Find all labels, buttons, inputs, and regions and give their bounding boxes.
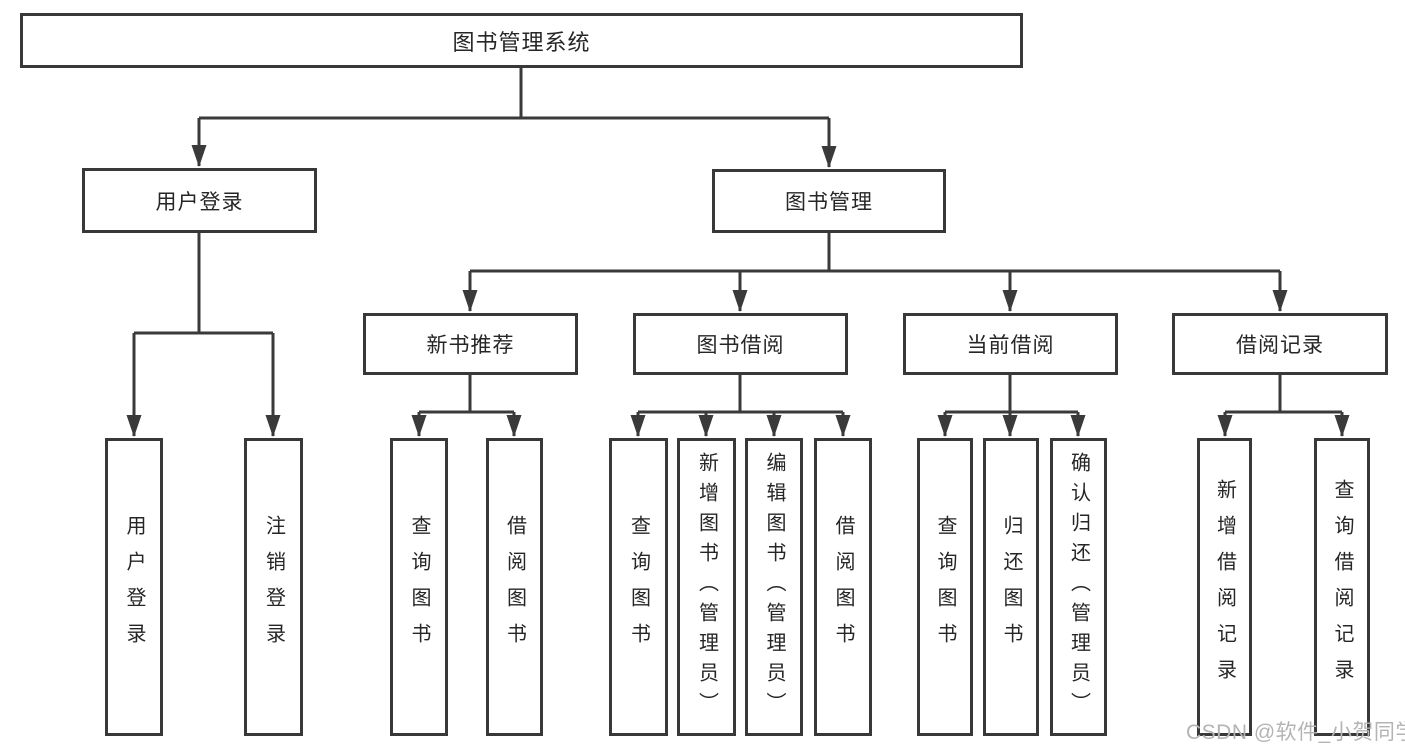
node-new-book-recommendation: 新书推荐: [363, 313, 578, 375]
leaf-confirm-return-admin: 确认归还（管理员）: [1050, 438, 1107, 736]
node-current-borrowing: 当前借阅: [903, 313, 1118, 375]
node-book-borrowing: 图书借阅: [633, 313, 848, 375]
leaf-query-books-2: 查询图书: [609, 438, 668, 736]
leaf-add-borrow-record: 新增借阅记录: [1197, 438, 1252, 736]
watermark: CSDN @软件_小贺同学: [1186, 721, 1405, 744]
leaf-user-login: 用户登录: [105, 438, 163, 736]
leaf-query-books-3: 查询图书: [917, 438, 973, 736]
leaf-query-borrow-record: 查询借阅记录: [1314, 438, 1370, 736]
leaf-edit-book-admin: 编辑图书（管理员）: [745, 438, 803, 736]
leaf-logout: 注销登录: [244, 438, 303, 736]
node-book-management: 图书管理: [712, 169, 946, 233]
node-user-login: 用户登录: [82, 168, 317, 233]
leaf-borrow-books-2: 借阅图书: [814, 438, 872, 736]
leaf-borrow-books: 借阅图书: [486, 438, 543, 736]
leaf-return-book: 归还图书: [983, 438, 1039, 736]
leaf-query-books: 查询图书: [390, 438, 448, 736]
leaf-add-book-admin: 新增图书（管理员）: [677, 438, 736, 736]
node-library-management-system: 图书管理系统: [20, 13, 1023, 68]
node-borrowing-records: 借阅记录: [1172, 313, 1388, 375]
